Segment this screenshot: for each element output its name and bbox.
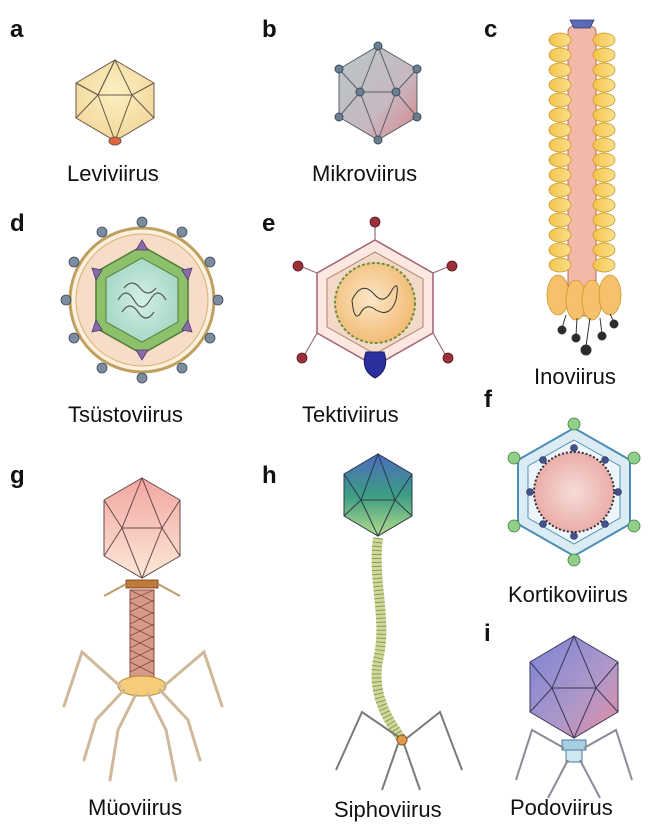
- mikroviirus-drawing: [335, 42, 421, 144]
- kortikoviirus-drawing: [508, 418, 640, 566]
- tektiviirus-drawing: [293, 217, 457, 378]
- siphoviirus-drawing: [336, 454, 462, 790]
- tsustoviirus-drawing: [61, 217, 223, 383]
- leviviirus-drawing: [76, 60, 154, 145]
- muoviirus-drawing: [64, 478, 222, 780]
- inoviirus-drawing: [547, 20, 621, 355]
- podoviirus-drawing: [516, 636, 632, 798]
